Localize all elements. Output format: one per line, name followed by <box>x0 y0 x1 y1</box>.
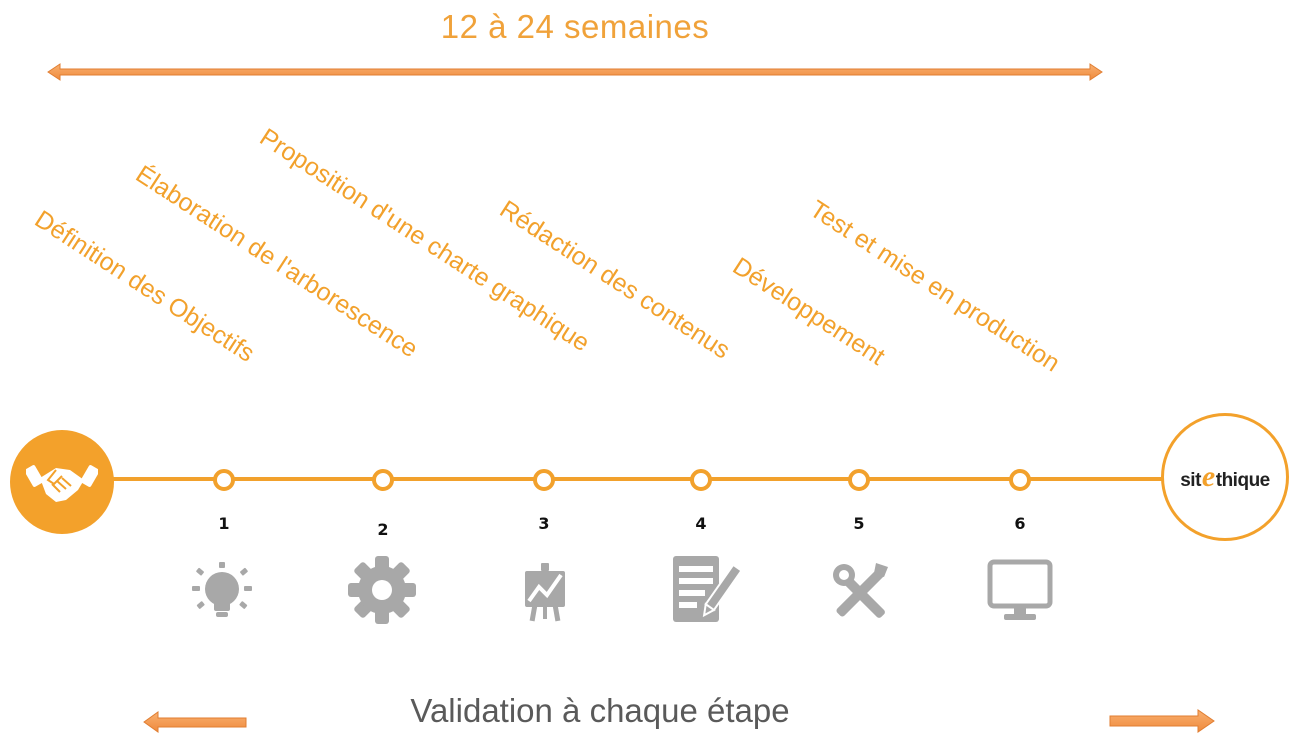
gear-icon <box>348 556 416 624</box>
brand-logo: sitethique <box>1180 460 1270 493</box>
step-node-2 <box>372 469 394 491</box>
validation-text: Validation à chaque étape <box>410 692 790 729</box>
step-number-5: 5 <box>853 514 865 533</box>
step-node-4 <box>690 469 712 491</box>
step-number-2: 2 <box>377 520 389 539</box>
step-node-3 <box>533 469 555 491</box>
start-circle <box>10 430 114 534</box>
step-node-5 <box>848 469 870 491</box>
step-node-1 <box>213 469 235 491</box>
brand-logo-circle: sitethique <box>1161 413 1289 541</box>
document-pencil-icon <box>673 556 743 622</box>
easel-chart-icon <box>525 563 565 622</box>
step-label-2: Élaboration de l'arborescence <box>130 160 423 364</box>
duration-double-arrow <box>47 63 1103 81</box>
step-number-6: 6 <box>1014 514 1026 533</box>
left-arrow-icon <box>143 711 247 733</box>
step-label-4: Rédaction des contenus <box>494 195 735 365</box>
duration-title: 12 à 24 semaines <box>440 8 710 45</box>
right-arrow-icon <box>1109 709 1215 733</box>
step-node-6 <box>1009 469 1031 491</box>
step-label-5: Développement <box>727 252 890 371</box>
step-number-4: 4 <box>695 514 707 533</box>
timeline-line <box>60 477 1180 481</box>
step-number-3: 3 <box>538 514 550 533</box>
step-number-1: 1 <box>218 514 230 533</box>
monitor-icon <box>987 559 1053 620</box>
tools-icon <box>833 563 888 618</box>
lightbulb-icon <box>192 562 252 617</box>
handshake-icon <box>26 465 98 502</box>
